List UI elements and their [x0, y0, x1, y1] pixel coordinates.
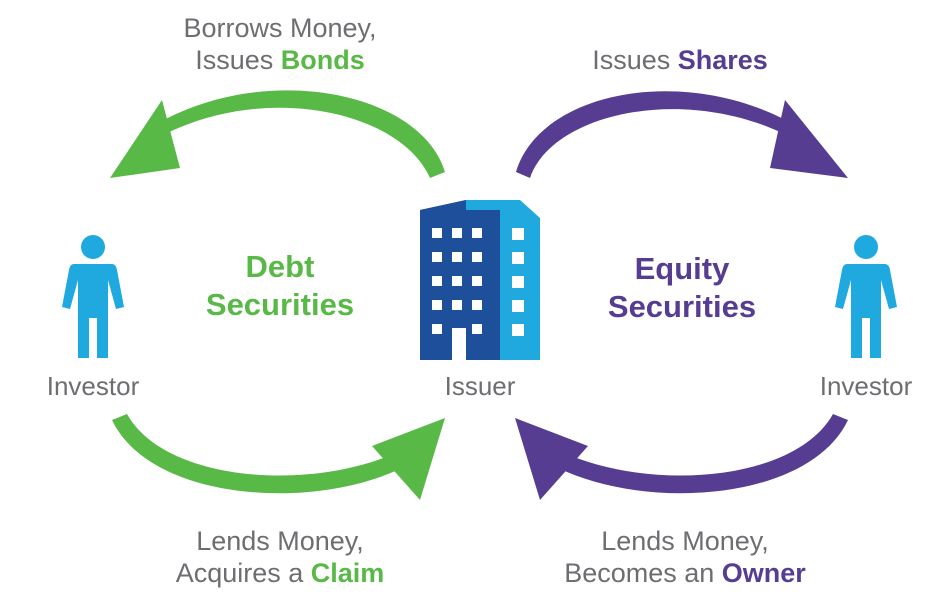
arrow-lends-claim	[112, 414, 445, 500]
building-icon	[420, 200, 540, 360]
title-debt-securities: Debt Securities	[205, 249, 355, 322]
label-owner: Owner	[721, 558, 806, 588]
person-icon	[835, 235, 897, 358]
arrow-issues-shares	[516, 91, 848, 178]
arrow-lends-owner	[515, 414, 848, 500]
label-shares: Shares	[677, 45, 768, 75]
issuer-label: Issuer	[444, 371, 516, 401]
label-claim: Claim	[310, 558, 385, 588]
label-lends-money-claim: Lends Money, Acquires a Claim	[175, 526, 385, 588]
arrow-borrows-bonds	[110, 90, 445, 178]
label-bonds: Bonds	[280, 45, 365, 75]
right-investor-label: Investor	[819, 371, 913, 401]
label-issues-shares: Issues Shares	[592, 45, 768, 75]
person-icon	[62, 235, 124, 358]
label-borrows-money: Borrows Money, Issues Bonds	[183, 13, 377, 75]
left-investor-label: Investor	[46, 371, 140, 401]
title-equity-securities: Equity Securities	[607, 251, 757, 324]
label-lends-money-owner: Lends Money, Becomes an Owner	[564, 526, 806, 588]
